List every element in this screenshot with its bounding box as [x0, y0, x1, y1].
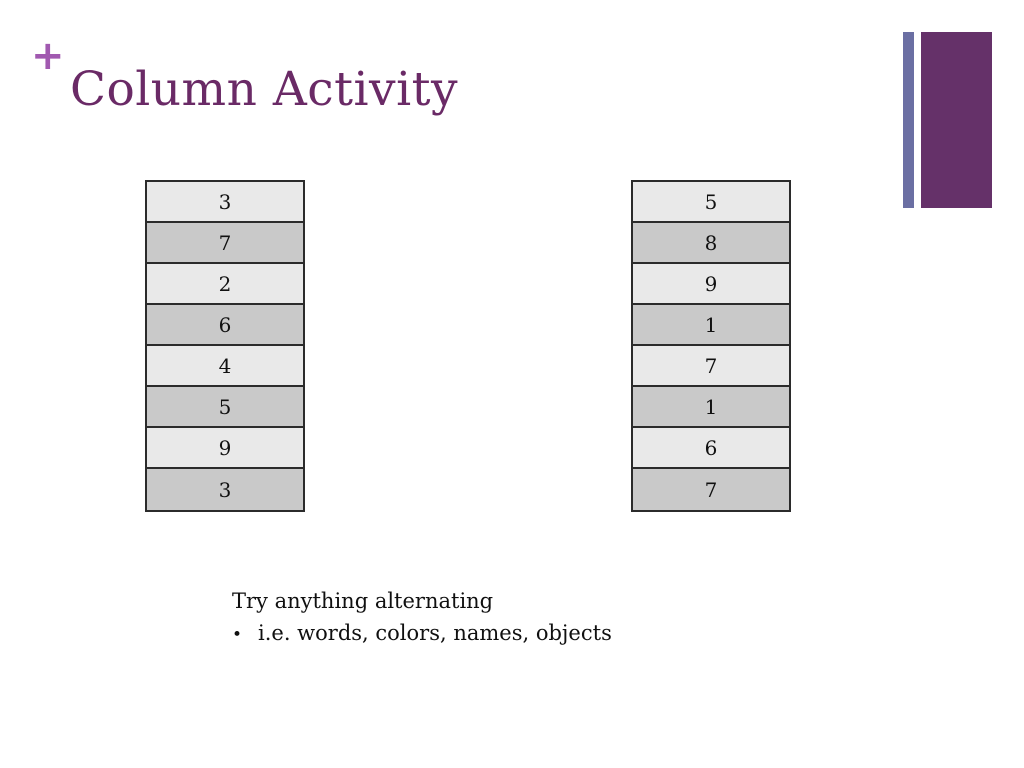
number-cell[interactable]: 3: [147, 182, 303, 223]
body-text-block: Try anything alternating • i.e. words, c…: [232, 586, 612, 649]
decor-accent-bar-thin: [903, 32, 914, 208]
number-cell[interactable]: 7: [633, 469, 789, 510]
number-cell[interactable]: 5: [147, 387, 303, 428]
number-cell[interactable]: 4: [147, 346, 303, 387]
number-cell[interactable]: 3: [147, 469, 303, 510]
number-cell[interactable]: 5: [633, 182, 789, 223]
bullet-icon: •: [232, 625, 243, 645]
number-cell[interactable]: 8: [633, 223, 789, 264]
body-bullet-text: i.e. words, colors, names, objects: [258, 621, 612, 645]
body-line-main: Try anything alternating: [232, 589, 494, 613]
number-cell[interactable]: 7: [633, 346, 789, 387]
number-cell[interactable]: 1: [633, 305, 789, 346]
number-cell[interactable]: 9: [147, 428, 303, 469]
number-cell[interactable]: 1: [633, 387, 789, 428]
number-cell[interactable]: 7: [147, 223, 303, 264]
number-cell[interactable]: 6: [633, 428, 789, 469]
number-cell[interactable]: 6: [147, 305, 303, 346]
decor-accent-block-purple: [921, 32, 992, 208]
list-item: • i.e. words, colors, names, objects: [232, 619, 612, 649]
number-cell[interactable]: 2: [147, 264, 303, 305]
number-cell[interactable]: 9: [633, 264, 789, 305]
page-title: Column Activity: [70, 62, 459, 117]
plus-icon: +: [31, 33, 65, 79]
